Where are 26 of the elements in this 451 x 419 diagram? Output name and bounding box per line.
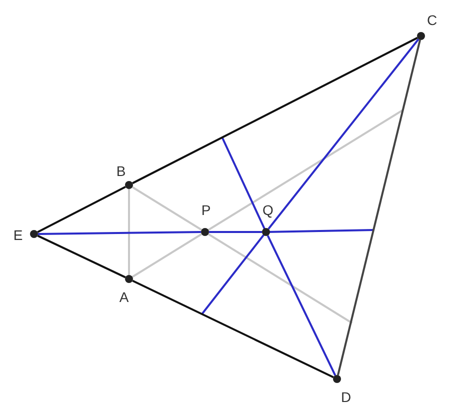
line-segment	[37, 234, 126, 278]
point-dot	[262, 228, 270, 236]
line-segment	[209, 231, 262, 233]
line-segment	[38, 231, 202, 235]
point-dot	[125, 275, 133, 283]
point-label: B	[116, 164, 126, 178]
point-dot	[417, 32, 425, 40]
point-dot	[333, 375, 341, 383]
line-segment	[132, 36, 418, 184]
point-label: A	[119, 290, 129, 304]
point-dot	[125, 181, 133, 189]
point-dot	[30, 230, 38, 238]
point-label: D	[340, 390, 352, 404]
point-label: Q	[262, 203, 274, 217]
point-label: P	[201, 203, 211, 217]
point-label: C	[426, 13, 438, 27]
line-segment	[132, 233, 202, 278]
point-label: E	[13, 228, 23, 242]
line-segment	[132, 186, 202, 231]
line-segment	[37, 186, 126, 234]
point-dot	[201, 228, 209, 236]
line-segment	[132, 280, 334, 378]
line-segment	[266, 235, 336, 376]
line-segment	[336, 40, 422, 376]
line-segment	[128, 189, 130, 275]
line-segment	[268, 38, 420, 230]
